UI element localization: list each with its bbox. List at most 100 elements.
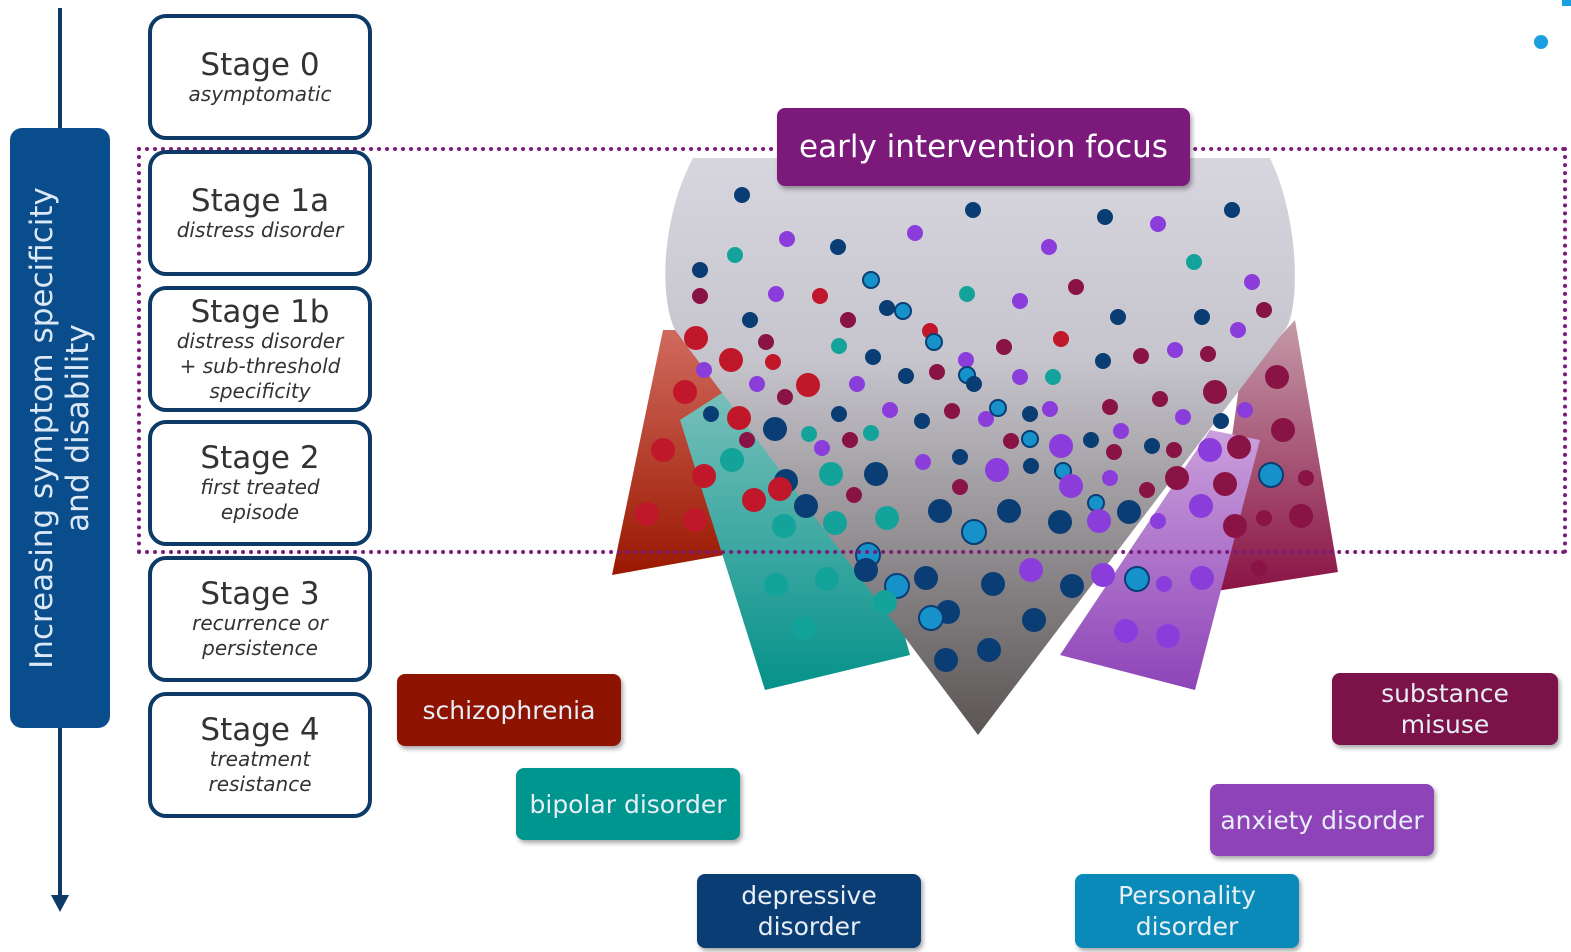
population-dot [1091,563,1115,587]
population-dot [985,458,1009,482]
population-dot [1110,309,1126,325]
population-dot [1166,442,1182,458]
population-dot [1045,369,1061,385]
population-dot [1224,202,1240,218]
population-dot [882,402,898,418]
population-dot [814,440,830,456]
population-dot [1022,406,1038,422]
population-dot [958,352,974,368]
population-dot [966,376,982,392]
population-dot [879,300,895,316]
population-dot [898,368,914,384]
population-dot [692,288,708,304]
population-dot [1106,444,1122,460]
population-dot [1244,274,1260,290]
population-dot [1114,619,1138,643]
population-dot [673,380,697,404]
population-dot [1124,566,1150,592]
population-dot [703,406,719,422]
population-dot [1083,432,1099,448]
population-dot [1023,458,1039,474]
population-dot [1227,435,1251,459]
population-dot [1203,380,1227,404]
population-dot [684,326,708,350]
population-dot [1223,514,1247,538]
population-dot [831,406,847,422]
population-dot [873,590,897,614]
population-dot [1213,472,1237,496]
population-dot [1165,466,1189,490]
population-dot [1213,413,1229,429]
population-dot [1042,401,1058,417]
population-dot [978,411,994,427]
population-dot [1012,293,1028,309]
population-dot [1144,438,1160,454]
population-dot [1198,438,1222,462]
tag-substance-misuse: substance misuse [1332,673,1558,745]
population-dot [768,477,792,501]
population-dot [918,605,944,631]
population-dot [925,333,943,351]
population-dot [727,406,751,430]
population-dot [796,373,820,397]
population-dot [794,494,818,518]
population-dot [1133,348,1149,364]
population-dot [765,354,781,370]
population-dot [635,502,659,526]
population-dot [764,573,788,597]
axis-label-box [10,128,110,728]
population-dot [875,506,899,530]
tag-bipolar-disorder: bipolar disorder [516,768,740,840]
population-dot [865,349,881,365]
population-dot [977,638,1001,662]
stage-2: Stage 2 first treated episode [148,420,372,546]
population-dot [1156,576,1172,592]
early-intervention-focus-label: early intervention focus [777,108,1190,186]
population-dot [727,247,743,263]
population-dot [1097,209,1113,225]
population-dot [720,448,744,472]
population-dot [823,511,847,535]
population-dot [777,389,793,405]
population-dot [651,438,675,462]
population-dot [1265,365,1289,389]
axis-arrow [51,8,69,912]
population-dot [1152,391,1168,407]
population-dot [914,566,938,590]
population-dot [742,312,758,328]
population-dot [692,464,716,488]
tag-anxiety-disorder: anxiety disorder [1210,784,1434,856]
population-dot [997,499,1021,523]
stage-1b: Stage 1b distress disorder + sub-thresho… [148,286,372,412]
anxiety-wedge [1060,430,1260,690]
population-dot [692,262,708,278]
population-dot [772,514,796,538]
population-dot [934,648,958,672]
population-dot [1150,216,1166,232]
population-dot [683,508,707,532]
population-dot [996,339,1012,355]
population-dot [1059,474,1083,498]
population-dot [928,499,952,523]
population-dot [1289,504,1313,528]
population-dot [801,426,817,442]
population-dot [792,616,816,640]
stage-3: Stage 3 recurrence or persistence [148,556,372,682]
population-dot [842,432,858,448]
tag-depressive-disorder: depressive disorder [697,874,921,948]
population-dot [894,302,912,320]
population-dot [830,239,846,255]
population-dot [1167,342,1183,358]
population-dot [914,413,930,429]
population-dot [961,519,987,545]
population-dot [1189,494,1213,518]
population-dot [1095,353,1111,369]
population-dot [812,288,828,304]
population-dot [758,334,774,350]
population-dot [1190,566,1214,590]
population-dot [863,425,879,441]
population-dot [862,271,880,289]
population-dot [1230,322,1246,338]
population-dot [749,376,765,392]
